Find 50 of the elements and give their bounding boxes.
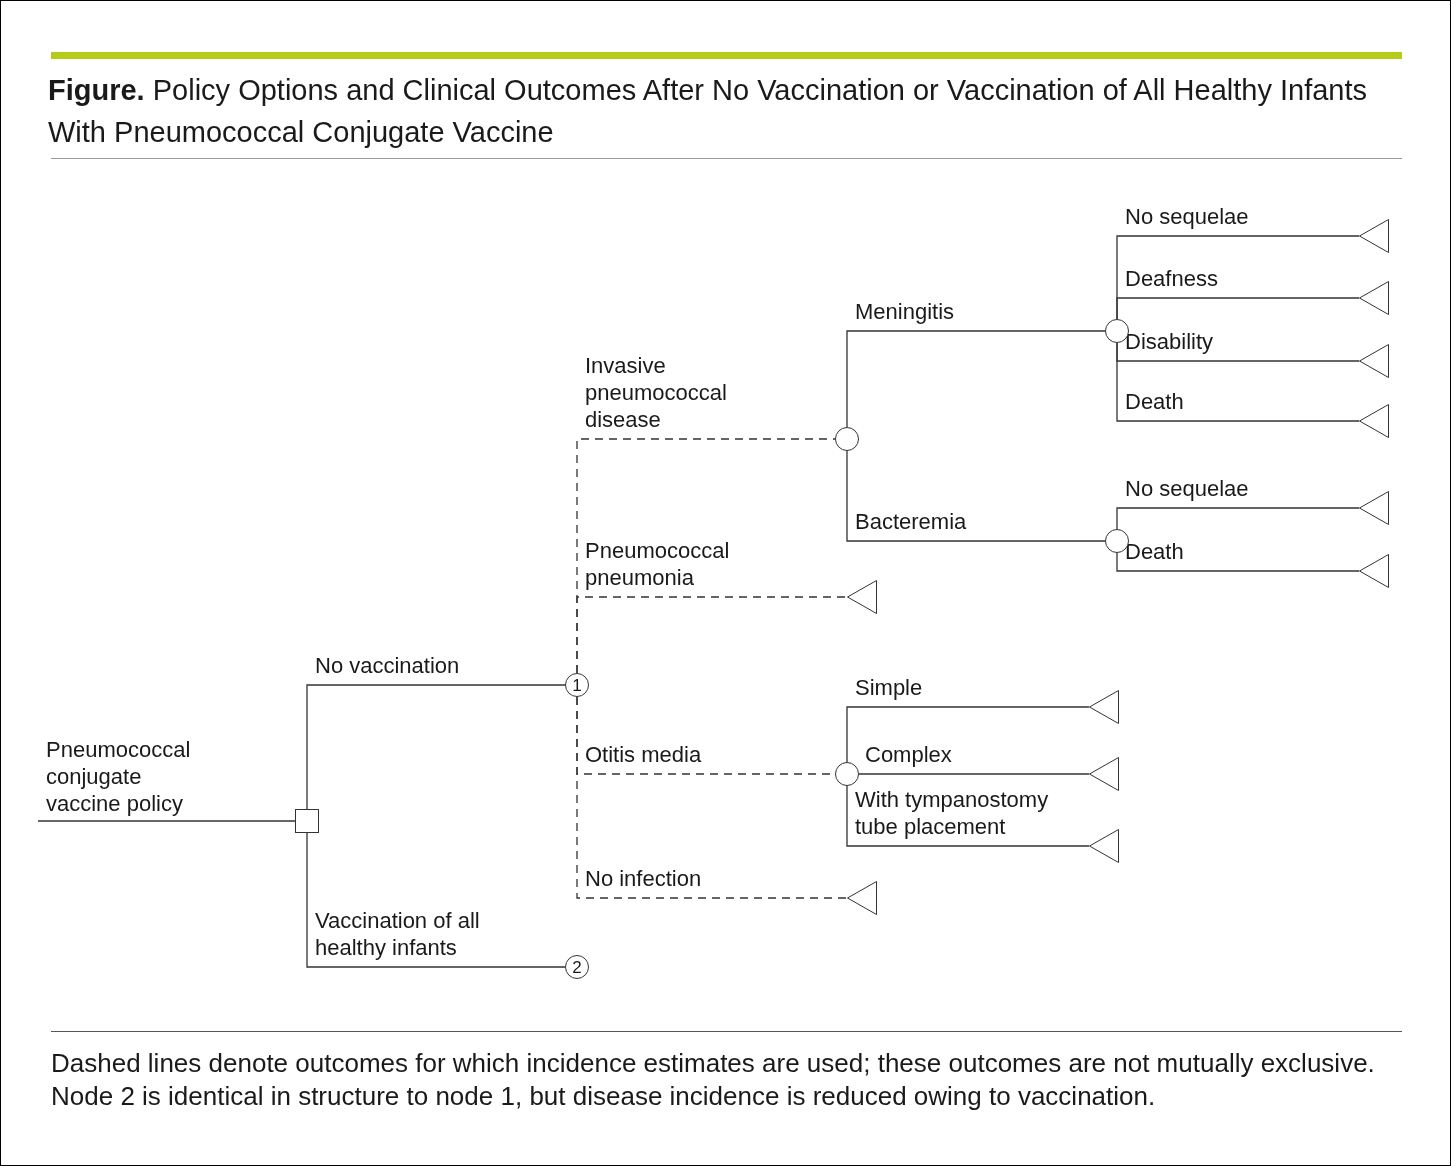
figure-caption: Dashed lines denote outcomes for which incidence estimates are used; these outcomes are not mutually exclusive. Node 2 is identical in structure to node 1, but disease incidence is reduced owing to vaccination. [51, 1047, 1376, 1113]
branch-line [576, 696, 848, 899]
branch-line [576, 596, 848, 674]
root-label: Pneumococcal conjugate vaccine policy [46, 736, 192, 817]
branch-line [846, 706, 1090, 763]
branch-line [846, 450, 1106, 542]
branch-label: Simple [855, 674, 924, 701]
numbered-chance-node: 1 [565, 673, 589, 697]
terminal-triangle [847, 580, 877, 614]
branch-label: Death [1125, 538, 1185, 565]
terminal-triangle [1359, 219, 1389, 253]
branch-line [846, 330, 1106, 428]
decision-node [295, 809, 319, 833]
branch-line [846, 785, 1090, 847]
branch-line [1116, 297, 1360, 320]
branch-line [306, 684, 566, 810]
branch-line [1116, 342, 1360, 422]
numbered-chance-node: 2 [565, 955, 589, 979]
terminal-triangle [1089, 690, 1119, 724]
branch-label: No vaccination [315, 652, 461, 679]
terminal-triangle [1359, 404, 1389, 438]
branch-label: Disability [1125, 328, 1215, 355]
branch-line [306, 832, 566, 968]
branch-label: Otitis media [585, 741, 703, 768]
terminal-triangle [847, 881, 877, 915]
branch-line [37, 820, 296, 822]
branch-label: No infection [585, 865, 703, 892]
figure-title: Figure. Policy Options and Clinical Outcomes After No Vaccination or Vaccination of All Healthy Infants With Pneumococcal Conjugate Vaccine [48, 73, 1369, 150]
branch-line [1116, 507, 1360, 530]
chance-node [835, 762, 859, 786]
branch-label: Death [1125, 388, 1185, 415]
branch-label: With tympanostomy tube placement [855, 786, 1050, 840]
terminal-triangle [1359, 491, 1389, 525]
branch-label: Deafness [1125, 265, 1219, 292]
terminal-triangle [1359, 281, 1389, 315]
branch-label: Invasive pneumococcal disease [585, 352, 728, 433]
branch-label: No sequelae [1125, 475, 1250, 502]
terminal-triangle [1089, 757, 1119, 791]
branch-label: Complex [865, 741, 953, 768]
branch-label: Pneumococcal pneumonia [585, 537, 731, 591]
branch-line [858, 773, 1090, 775]
branch-label: Meningitis [855, 298, 956, 325]
branch-label: Vaccination of all healthy infants [315, 907, 481, 961]
branch-line [1116, 552, 1360, 572]
terminal-triangle [1089, 829, 1119, 863]
branch-label: Bacteremia [855, 508, 968, 535]
terminal-triangle [1359, 344, 1389, 378]
terminal-triangle [1359, 554, 1389, 588]
branch-label: No sequelae [1125, 203, 1250, 230]
chance-node [835, 427, 859, 451]
